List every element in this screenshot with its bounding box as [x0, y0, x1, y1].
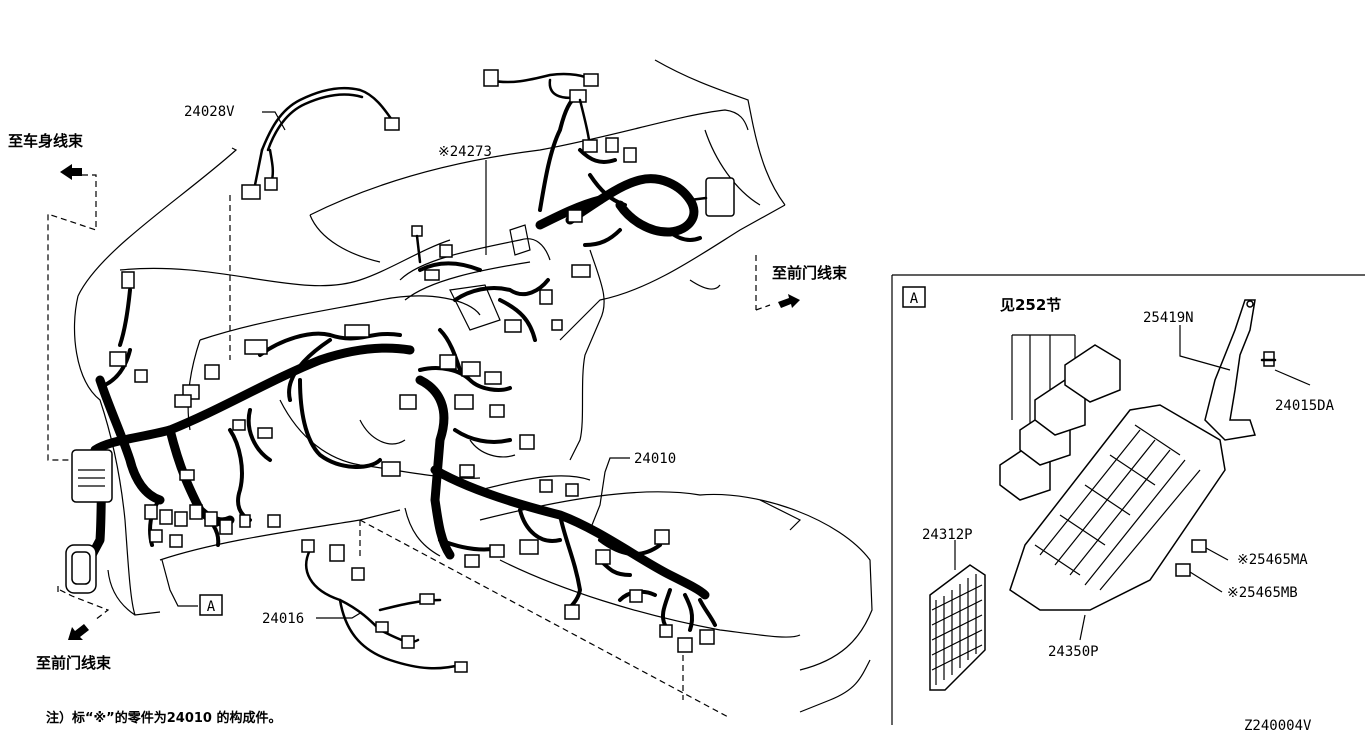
bolt-24015DA [1260, 351, 1277, 367]
harness-24028V [241, 86, 400, 200]
connector-25465MA [1191, 539, 1207, 553]
callout-to-body-harness: 至车身线束 [8, 132, 84, 150]
leader-lines [161, 111, 630, 619]
detail-panel-A: A [891, 274, 1365, 725]
arrow-to-front-door-right-icon [778, 294, 800, 308]
cover-24312P [929, 564, 986, 691]
part-label-24350P: 24350P [1048, 644, 1099, 660]
part-label-24016: 24016 [262, 611, 304, 627]
harness-top [411, 69, 735, 278]
part-label-24015DA: 24015DA [1275, 398, 1335, 414]
left-end-connectors [65, 449, 113, 594]
arrow-to-front-door-left-icon [68, 624, 89, 640]
branch-wires [103, 93, 717, 632]
lower-right-connectors [464, 479, 715, 653]
detail-marker-box [199, 594, 223, 616]
callout-to-front-door-harness-right: 至前门线束 [772, 264, 848, 282]
detail-marker-label: A [207, 599, 216, 615]
part-label-24273: ※24273 [438, 144, 492, 160]
part-label-25419N: 25419N [1143, 310, 1194, 326]
footnote: 注）标“※”的零件为24010 的构成件。 [46, 710, 281, 726]
callout-to-front-door-harness-left: 至前门线束 [36, 654, 112, 672]
direction-arrows [60, 164, 800, 640]
arrow-to-body-icon [60, 164, 82, 180]
part-label-24312P: 24312P [922, 527, 973, 543]
center-connectors [381, 244, 563, 478]
part-label-25465MB: ※25465MB [1227, 585, 1298, 601]
detail-box-marker [902, 286, 926, 308]
relay-group [999, 334, 1121, 501]
part-label-24010: 24010 [634, 451, 676, 467]
steering-column [359, 224, 551, 458]
part-label-25465MA: ※25465MA [1237, 552, 1308, 568]
diagram-code: Z240004V [1244, 718, 1312, 734]
left-junction-connectors [109, 271, 370, 548]
dashed-lines [47, 174, 771, 719]
connector-25465MB [1175, 563, 1191, 577]
detail-box-marker-label: A [910, 291, 919, 307]
fuse-block-24350P [1009, 404, 1226, 611]
label-see-252: 见252节 [1000, 296, 1061, 314]
part-label-24028V: 24028V [184, 104, 235, 120]
harness-24016 [301, 539, 468, 673]
